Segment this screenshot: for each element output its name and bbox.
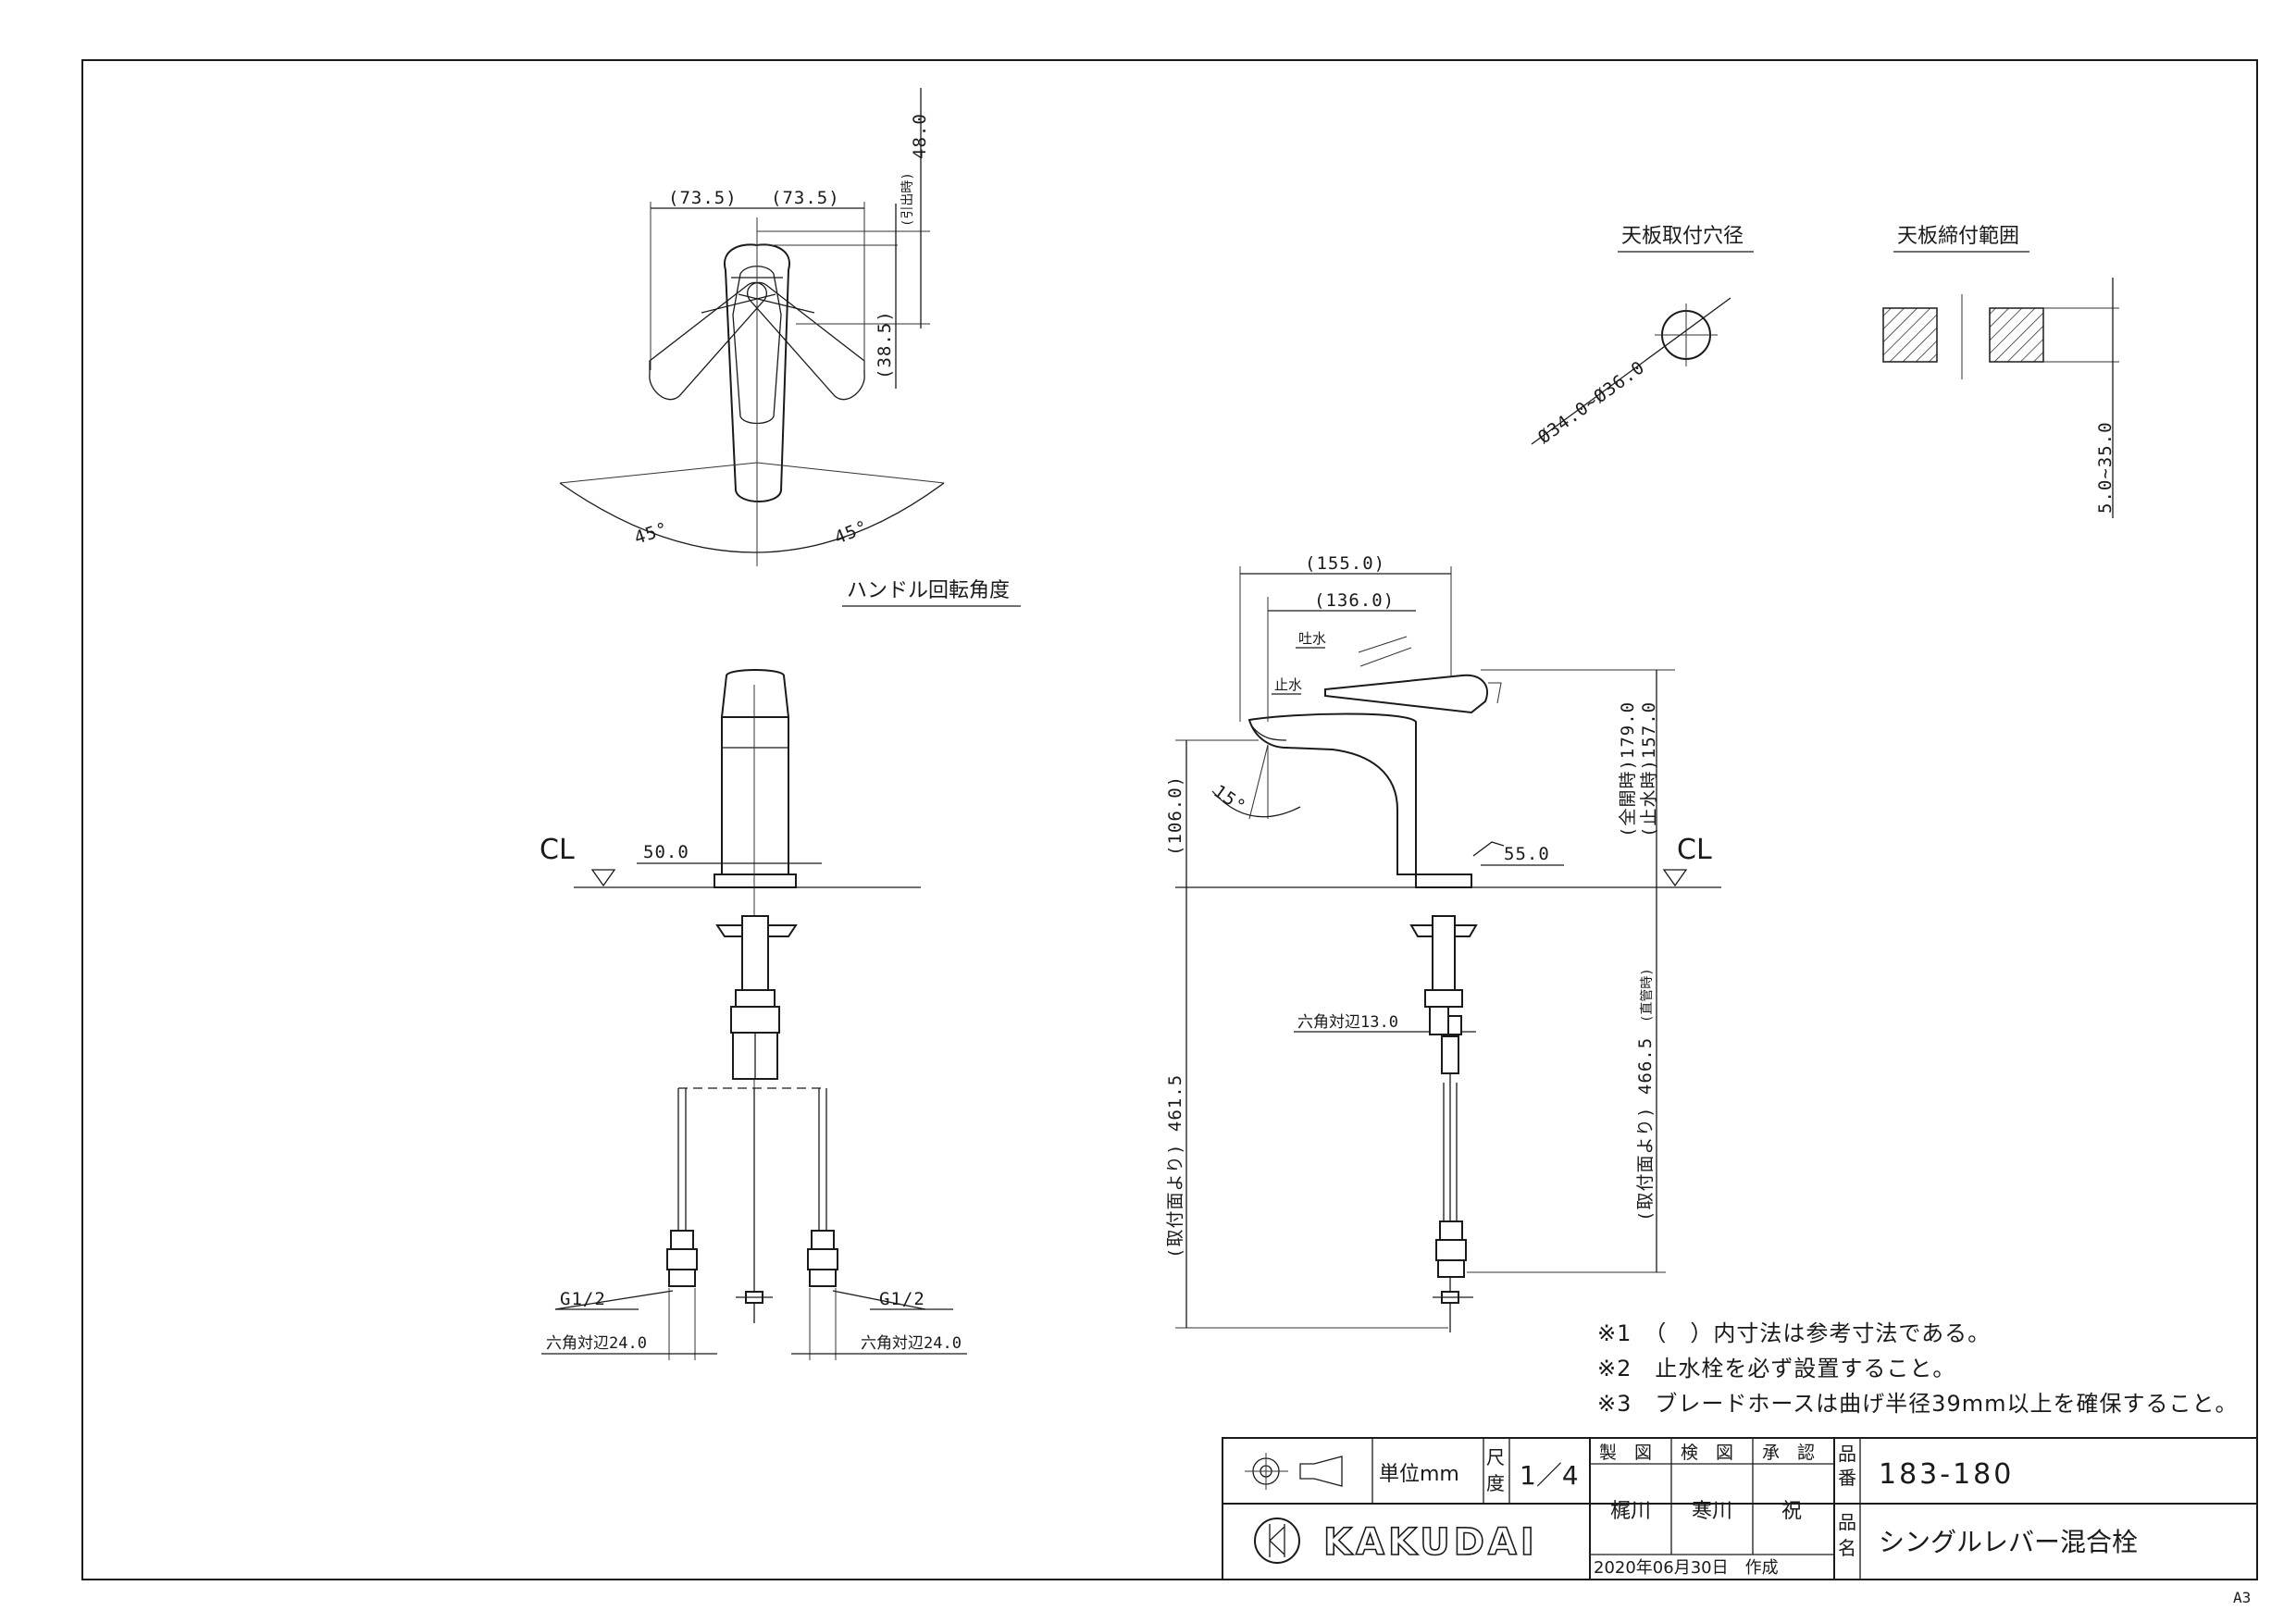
top-view: 45° 45° (73.5) (73.5) 48.0 (引出時) (38.5) … xyxy=(559,88,1021,607)
angle-spout-label: 15° xyxy=(1210,781,1249,817)
dim-pull-note: (引出時) xyxy=(900,172,915,227)
dim-hose-right: (取付面より) 466.5 xyxy=(1635,1037,1656,1221)
part-name-label-1: 品 xyxy=(1838,1511,1856,1533)
label-stop: 止水 xyxy=(1274,676,1302,693)
label-flow: 吐水 xyxy=(1298,630,1326,647)
drawn-by: 梶川 xyxy=(1610,1500,1651,1523)
handle-center-outline xyxy=(724,243,790,502)
dim-body-50: 50.0 xyxy=(643,842,689,862)
dim-pull-48-0: 48.0 xyxy=(910,113,930,159)
svg-text:KAKUDAI: KAKUDAI xyxy=(1323,1521,1538,1564)
hole-title: 天板取付穴径 xyxy=(1621,225,1744,248)
kakudai-logo: KAKUDAI xyxy=(1254,1518,1538,1565)
unit-label: 単位mm xyxy=(1379,1463,1459,1486)
hex-left: 六角対辺24.0 xyxy=(546,1334,647,1353)
handle-center-inner xyxy=(732,266,782,425)
notes: ※1 （ ）内寸法は参考寸法である。 ※2 止水栓を必ず設置すること。 ※3 ブ… xyxy=(1597,1320,2238,1417)
part-no-label-1: 品 xyxy=(1838,1443,1856,1465)
dim-right-73-5: (73.5) xyxy=(771,188,840,208)
handle-right-rotated xyxy=(747,281,865,401)
note-3: ※3 ブレードホースは曲げ半径39mm以上を確保すること。 xyxy=(1597,1391,2238,1417)
dim-depth-38-5: (38.5) xyxy=(875,310,895,379)
date: 2020年06月30日 作成 xyxy=(1594,1558,1779,1578)
part-no-label-2: 番 xyxy=(1838,1467,1856,1489)
hole-detail: 天板取付穴径 Ø34.0~Ø36.0 xyxy=(1531,225,1754,448)
front-body xyxy=(721,716,789,875)
part-no: 183-180 xyxy=(1879,1458,2014,1491)
part-name: シングルレバー混合栓 xyxy=(1879,1527,2138,1557)
clamp-detail: 天板締付範囲 5.0~35.0 xyxy=(1882,225,2119,518)
front-handle xyxy=(720,669,790,718)
clamp-title: 天板締付範囲 xyxy=(1897,225,2019,248)
dim-height-full: (全開時)179.0 xyxy=(1618,701,1638,837)
thread-left: G1/2 xyxy=(560,1289,606,1309)
dim-reach-spout: (136.0) xyxy=(1314,590,1395,611)
handle-left-rotated xyxy=(649,281,767,401)
checked-by: 寒川 xyxy=(1692,1500,1732,1523)
hole-dim: Ø34.0~Ø36.0 xyxy=(1534,357,1649,448)
hex-nut-13: 六角対辺13.0 xyxy=(1297,1013,1398,1032)
dim-spout-height: (106.0) xyxy=(1165,775,1185,856)
side-cl-label: CL xyxy=(1677,834,1712,866)
handle-rotation-caption: ハンドル回転角度 xyxy=(847,579,1010,602)
scale-value: 1／4 xyxy=(1520,1460,1579,1491)
approved-label: 承 認 xyxy=(1762,1443,1815,1463)
approved-by: 祝 xyxy=(1781,1500,1802,1523)
scale-label-2: 度 xyxy=(1486,1472,1505,1494)
hex-right: 六角対辺24.0 xyxy=(861,1334,962,1353)
side-lever xyxy=(1324,674,1488,714)
side-body xyxy=(1247,712,1417,875)
front-view: CL 50.0 G1/2 G1/2 xyxy=(540,669,967,1360)
dim-base-55: 55.0 xyxy=(1504,844,1550,864)
front-cl-label: CL xyxy=(540,834,575,866)
clamp-hatch-left xyxy=(1882,307,1938,363)
dim-hose-left: (取付面より) 461.5 xyxy=(1165,1074,1185,1258)
dim-height-stop: (止水時)157.0 xyxy=(1639,701,1659,837)
clamp-hatch-right xyxy=(1989,307,2044,363)
angle-right-label: 45° xyxy=(832,516,872,548)
note-1: ※1 （ ）内寸法は参考寸法である。 xyxy=(1597,1320,1991,1346)
drawn-label: 製 図 xyxy=(1599,1443,1652,1463)
side-view: 15° 吐水 止水 (155.0) (136.0) (106.0) (全開時)1… xyxy=(1165,553,1721,1332)
angle-left-label: 45° xyxy=(632,518,671,548)
note-2: ※2 止水栓を必ず設置すること。 xyxy=(1597,1356,1955,1381)
title-block: 単位mm 尺 度 1／4 製 図 検 図 承 認 梶川 寒川 祝 2020年06… xyxy=(1222,1437,2258,1580)
thread-right: G1/2 xyxy=(879,1289,925,1309)
dim-hose-note: (直管時) xyxy=(1639,968,1655,1022)
checked-label: 検 図 xyxy=(1681,1443,1733,1463)
part-name-label-2: 名 xyxy=(1838,1537,1856,1559)
dim-reach-total: (155.0) xyxy=(1305,553,1385,574)
dim-left-73-5: (73.5) xyxy=(668,188,738,208)
sheet-border xyxy=(81,59,2258,1580)
clamp-dim: 5.0~35.0 xyxy=(2095,421,2116,514)
sheet-size: A3 xyxy=(2233,1589,2251,1606)
scale-label-1: 尺 xyxy=(1486,1446,1505,1468)
